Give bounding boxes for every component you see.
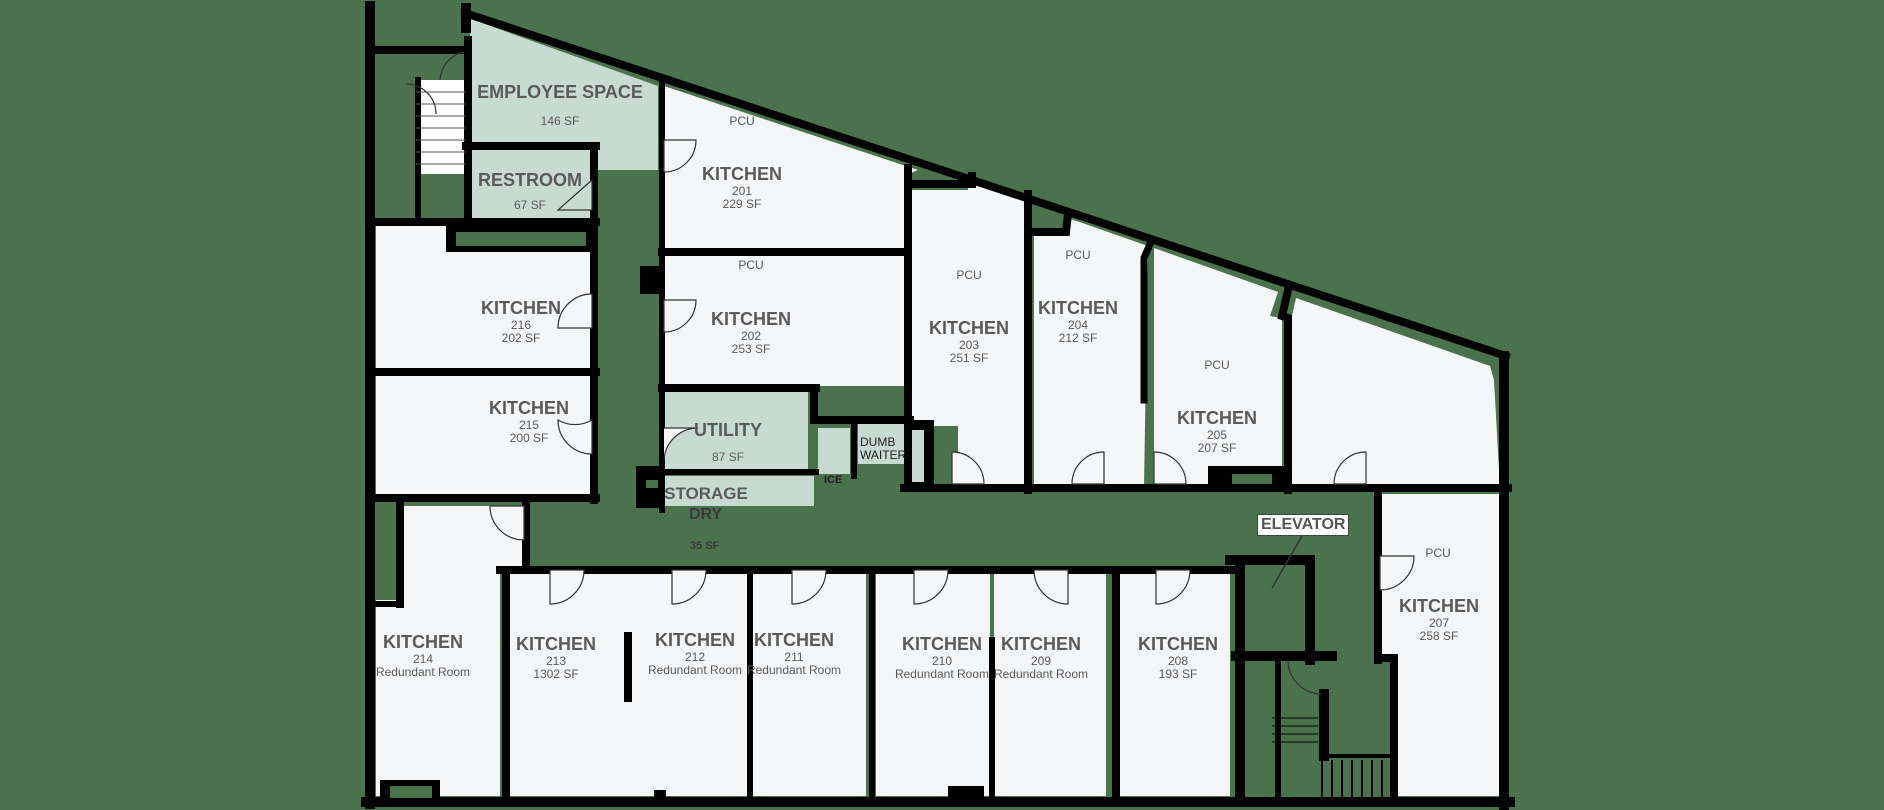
- label-utility: UTILITY 87 SF: [694, 420, 762, 464]
- label-pcu-205: PCU: [1204, 358, 1230, 372]
- door-icon: [439, 51, 465, 81]
- label-storage: STORAGE: [664, 484, 748, 503]
- label-kitchen-204: KITCHEN 204 212 SF: [1038, 298, 1118, 346]
- label-elevator: ELEVATOR: [1257, 514, 1350, 536]
- label-ice: ICE: [824, 474, 843, 486]
- label-pcu-204: PCU: [1065, 248, 1091, 262]
- room-kitchen-215[interactable]: [376, 376, 590, 494]
- doors: [405, 51, 1415, 695]
- room-kitchen-207[interactable]: [1382, 494, 1500, 796]
- label-kitchen-203: KITCHEN 203 251 SF: [929, 318, 1009, 366]
- door-icon: [1287, 659, 1323, 695]
- label-kitchen-212: KITCHEN 212 Redundant Room: [647, 630, 743, 678]
- stairs-top: [416, 80, 466, 174]
- room-kitchen-203[interactable]: [912, 180, 1024, 486]
- room-kitchen-201[interactable]: [664, 86, 918, 248]
- label-kitchen-201: KITCHEN 201 229 SF: [702, 164, 782, 212]
- door-icon: [549, 569, 585, 605]
- room-corner[interactable]: [1292, 298, 1500, 488]
- label-kitchen-202: KITCHEN 202 253 SF: [711, 309, 791, 357]
- room-ice: [818, 428, 850, 474]
- label-kitchen-208: KITCHEN 208 193 SF: [1138, 634, 1218, 682]
- door-icon: [671, 569, 707, 605]
- door-icon: [489, 505, 525, 541]
- label-kitchen-209: KITCHEN 209 Redundant Room: [993, 634, 1089, 682]
- label-pcu-207: PCU: [1425, 546, 1451, 560]
- door-icon: [663, 299, 697, 333]
- door-icon: [663, 427, 699, 461]
- door-icon: [557, 293, 593, 329]
- room-dumb-waiter: [858, 424, 904, 464]
- door-icon: [951, 451, 985, 485]
- label-kitchen-210: KITCHEN 210 Redundant Room: [894, 634, 990, 682]
- room-employee-space[interactable]: [468, 18, 658, 170]
- door-icon: [1155, 569, 1191, 605]
- door-icon: [663, 139, 697, 173]
- room-kitchen-211[interactable]: [752, 574, 866, 796]
- label-pcu-201: PCU: [729, 114, 755, 128]
- label-employee-space: EMPLOYEE SPACE 146 SF: [477, 82, 643, 128]
- door-icon: [1033, 569, 1069, 605]
- room-utility[interactable]: [664, 392, 808, 470]
- room-kitchen-210[interactable]: [876, 574, 990, 796]
- door-icon: [556, 178, 593, 211]
- label-storage-area: 35 SF: [690, 540, 720, 552]
- door-icon: [913, 569, 949, 605]
- room-kitchen-202[interactable]: [664, 256, 904, 386]
- door-icon: [791, 569, 827, 605]
- label-kitchen-207: KITCHEN 207 258 SF: [1399, 596, 1479, 644]
- label-pcu-203: PCU: [956, 268, 982, 282]
- elevator-leader: [1271, 535, 1303, 589]
- door-icon: [1071, 451, 1105, 485]
- room-kitchen-205[interactable]: [1154, 248, 1282, 486]
- room-kitchen-214[interactable]: [376, 506, 530, 796]
- label-kitchen-205: KITCHEN 205 207 SF: [1177, 408, 1257, 456]
- room-kitchen-204[interactable]: [1034, 218, 1148, 486]
- label-kitchen-214: KITCHEN 214 Redundant Room: [375, 632, 471, 680]
- room-kitchen-208[interactable]: [1118, 574, 1230, 796]
- label-kitchen-213: KITCHEN 213 1302 SF: [516, 634, 596, 682]
- label-kitchen-216: KITCHEN 216 202 SF: [481, 298, 561, 346]
- door-icon: [405, 83, 437, 115]
- room-kitchen-209[interactable]: [994, 574, 1106, 796]
- label-storage-dry: DRY: [689, 506, 723, 523]
- door-icon: [1153, 451, 1187, 485]
- door-icon: [557, 418, 593, 455]
- label-pcu-202: PCU: [738, 258, 764, 272]
- label-restroom: RESTROOM 67 SF: [477, 170, 583, 212]
- label-kitchen-215: KITCHEN 215 200 SF: [489, 398, 569, 446]
- walls: [361, 1, 1515, 810]
- room-fills: [376, 18, 1500, 796]
- label-dumb-waiter: DUMB WAITER: [860, 435, 907, 463]
- stairs: [416, 91, 1392, 800]
- door-icon: [1379, 555, 1415, 591]
- door-icon: [1333, 451, 1367, 485]
- label-kitchen-211: KITCHEN 211 Redundant Room: [746, 630, 842, 678]
- room-storage[interactable]: [664, 476, 814, 506]
